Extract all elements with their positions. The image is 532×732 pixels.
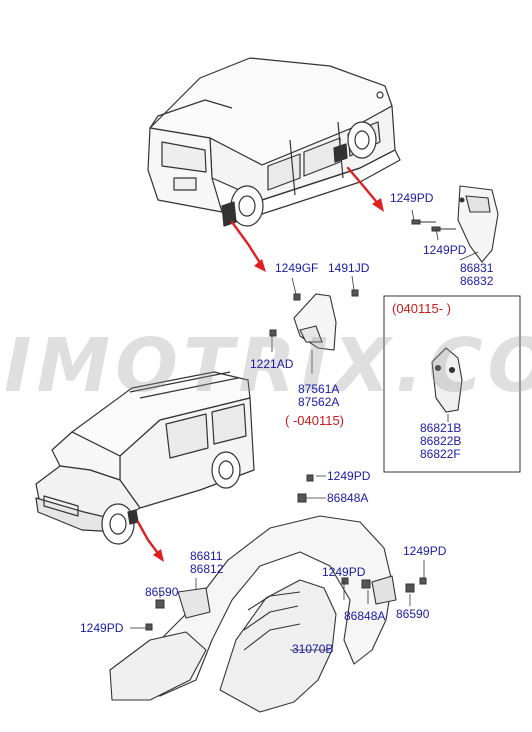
leader-lines [130,209,479,651]
red-arrow-lines [136,166,382,558]
part-label-1491jd: 1491JD [328,261,370,275]
part-label-1249pd-rear-lower: 1249PD [423,243,467,257]
part-label-87562a: 87562A [298,395,340,409]
part-label-86848a-mid: 86848A [327,491,369,505]
part-label-1249pd-rear: 1249PD [390,191,434,205]
part-label-1221ad: 1221AD [250,357,294,371]
part-label-86822b: 86822B [420,434,462,448]
mud-guard-variant-part [431,347,463,413]
part-label-86822f: 86822F [420,447,461,461]
part-label-1249pd-left: 1249PD [80,621,124,635]
part-label-86831: 86831 [460,261,494,275]
part-label-86821b: 86821B [420,421,462,435]
part-label-1249gf: 1249GF [275,261,319,275]
mud-guard-front-part [293,293,337,351]
screw-icons-front [145,474,427,631]
part-label-86812: 86812 [190,562,224,576]
part-label-1249pd-mid: 1249PD [327,469,371,483]
part-label-86811: 86811 [190,549,223,563]
part-label-86590-left: 86590 [145,585,179,599]
part-label-1249pd-right: 1249PD [322,565,366,579]
van-rear-illustration [147,57,401,227]
part-label-86848a-right: 86848A [344,609,386,623]
red-arrow-heads [153,198,384,562]
screw-icons-mid [269,289,359,337]
variant-box [383,295,521,473]
van-front-illustration [35,371,255,545]
part-label-86590-right: 86590 [396,607,430,621]
screw-icons-rear [411,219,456,232]
note-from-040115: (040115- ) [392,301,452,316]
part-label-1249pd-right-upper: 1249PD [403,544,447,558]
mud-guard-rear-part [457,185,499,263]
part-label-86832: 86832 [460,274,494,288]
note-until-040115: ( -040115) [285,413,345,428]
wheel-guard-liner-part [109,515,397,713]
part-label-31070b: 31070B [292,642,334,656]
part-label-87561a: 87561A [298,382,340,396]
